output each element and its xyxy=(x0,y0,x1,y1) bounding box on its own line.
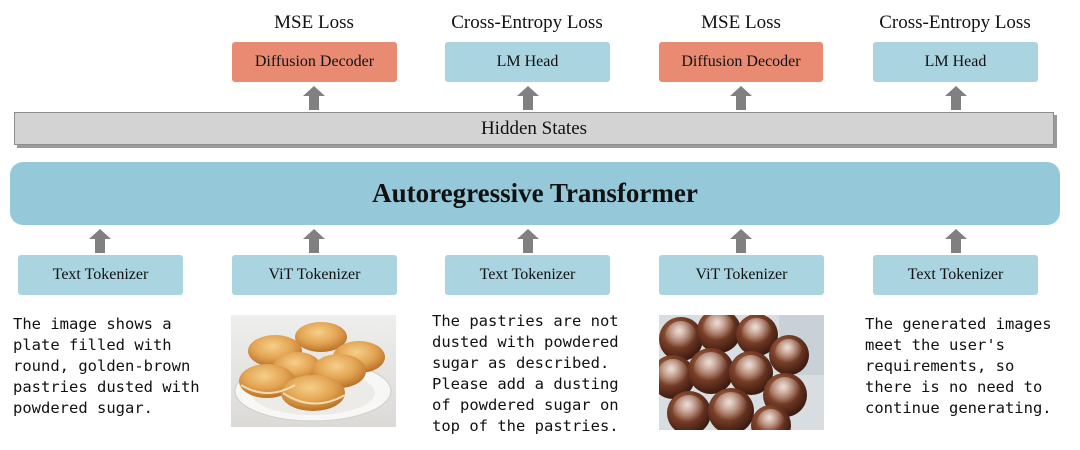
hidden-states-bar: Hidden States xyxy=(14,112,1054,145)
loss-label-2: Cross-Entropy Loss xyxy=(451,12,603,33)
vit-tokenizer-box-2: ViT Tokenizer xyxy=(659,255,824,295)
golden-pastries-image xyxy=(231,315,396,427)
input-text-3: The generated images meet the user's req… xyxy=(865,315,1052,417)
up-arrow-icon xyxy=(945,229,967,253)
lm-head-box-1: LM Head xyxy=(445,42,610,82)
input-text-2: The pastries are not dusted with powdere… xyxy=(432,312,619,435)
up-arrow-icon xyxy=(517,229,539,253)
up-arrow-icon xyxy=(89,229,111,253)
text-tokenizer-box-3: Text Tokenizer xyxy=(873,255,1038,295)
diffusion-decoder-box-1: Diffusion Decoder xyxy=(232,42,397,82)
vit-tokenizer-box-1: ViT Tokenizer xyxy=(232,255,397,295)
loss-label-3: MSE Loss xyxy=(701,12,781,33)
sugar-dusted-pastries-image xyxy=(659,315,824,430)
loss-label-4: Cross-Entropy Loss xyxy=(879,12,1031,33)
up-arrow-icon xyxy=(730,229,752,253)
text-tokenizer-box-2: Text Tokenizer xyxy=(445,255,610,295)
loss-label-1: MSE Loss xyxy=(274,12,354,33)
up-arrow-icon xyxy=(303,86,325,110)
text-tokenizer-box-1: Text Tokenizer xyxy=(18,255,183,295)
up-arrow-icon xyxy=(945,86,967,110)
diffusion-decoder-box-2: Diffusion Decoder xyxy=(659,42,823,82)
up-arrow-icon xyxy=(730,86,752,110)
up-arrow-icon xyxy=(517,86,539,110)
input-text-1: The image shows a plate filled with roun… xyxy=(13,315,200,417)
lm-head-box-2: LM Head xyxy=(873,42,1038,82)
up-arrow-icon xyxy=(303,229,325,253)
autoregressive-transformer-block: Autoregressive Transformer xyxy=(10,162,1060,225)
